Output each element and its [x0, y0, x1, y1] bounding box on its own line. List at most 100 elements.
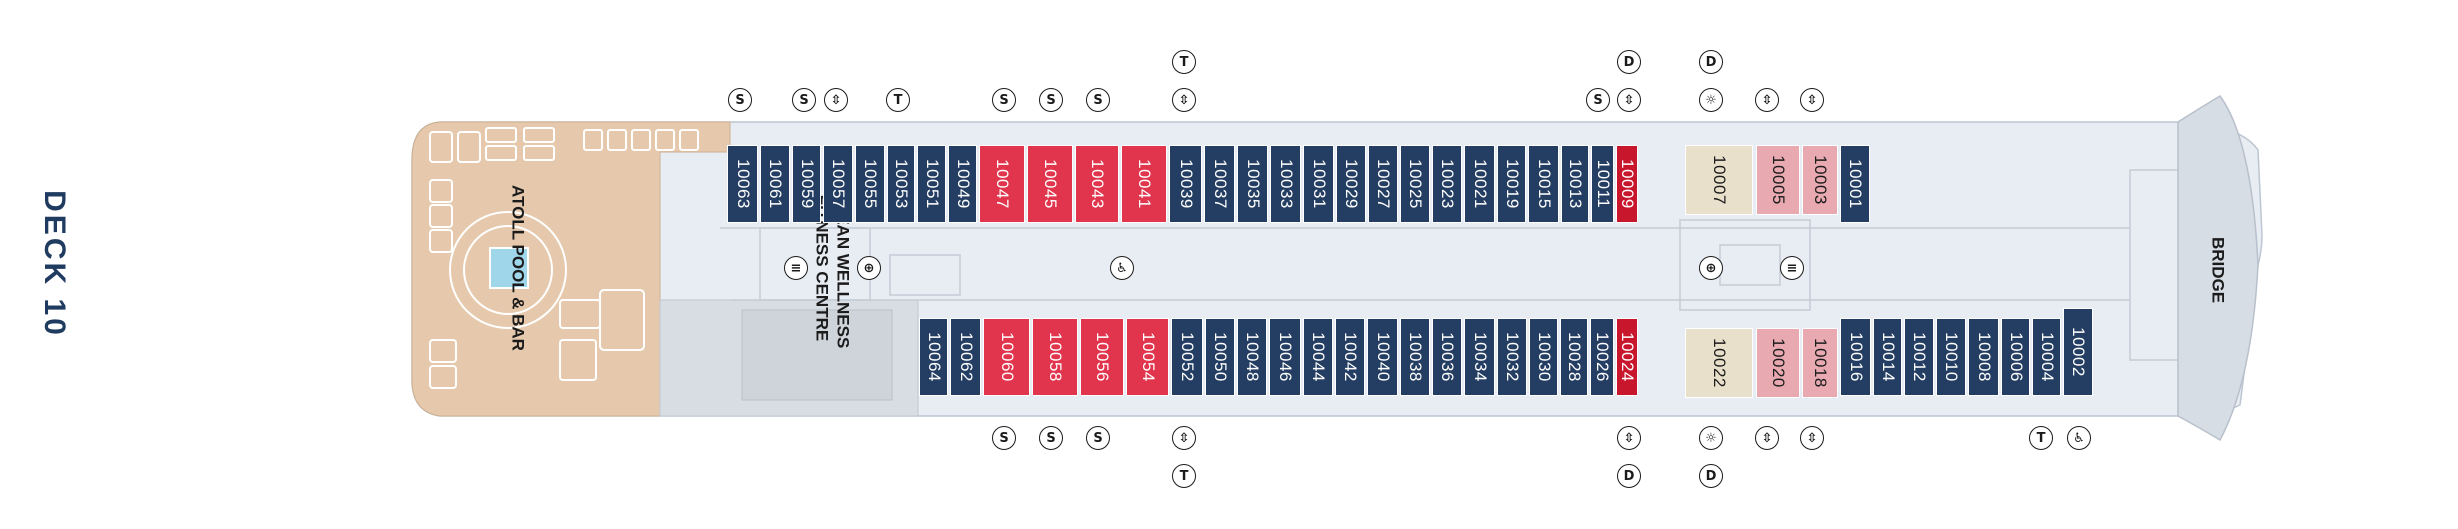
d-icon: D — [1699, 464, 1723, 488]
cabin-number: 10020 — [1769, 338, 1788, 388]
cabin-10030[interactable]: 10030 — [1529, 318, 1558, 396]
cabin-number: 10026 — [1593, 332, 1612, 382]
accessible-icon: ♿ — [2067, 426, 2091, 450]
cabin-number: 10046 — [1276, 332, 1295, 382]
cabin-10029[interactable]: 10029 — [1336, 145, 1366, 223]
bridge-label-text: BRIDGE — [2208, 236, 2228, 304]
cabin-10018[interactable]: 10018 — [1802, 328, 1838, 398]
cabin-10034[interactable]: 10034 — [1464, 318, 1495, 396]
cabin-10033[interactable]: 10033 — [1270, 145, 1301, 223]
cabin-10035[interactable]: 10035 — [1237, 145, 1268, 223]
cabin-10047[interactable]: 10047 — [979, 145, 1025, 223]
cabin-number: 10002 — [2069, 327, 2088, 377]
d-icon: D — [1617, 464, 1641, 488]
cabin-10038[interactable]: 10038 — [1400, 318, 1430, 396]
stairs-icon: ≡ — [784, 256, 808, 280]
cabin-10022[interactable]: 10022 — [1685, 328, 1753, 398]
t-icon: T — [1172, 50, 1196, 74]
cabin-10063[interactable]: 10063 — [727, 145, 758, 223]
cabin-10039[interactable]: 10039 — [1169, 145, 1202, 223]
cabin-number: 10031 — [1309, 159, 1329, 209]
cabin-10011[interactable]: 10011 — [1591, 145, 1614, 223]
cabin-number: 10055 — [861, 159, 880, 209]
cabin-10021[interactable]: 10021 — [1464, 145, 1495, 223]
cabin-10060[interactable]: 10060 — [983, 318, 1030, 396]
cabin-10056[interactable]: 10056 — [1080, 318, 1124, 396]
cabin-number: 10005 — [1769, 155, 1788, 205]
cabin-number: 10010 — [1942, 332, 1961, 382]
cabin-10005[interactable]: 10005 — [1756, 145, 1800, 215]
cabin-number: 10036 — [1438, 332, 1457, 382]
cabin-10049[interactable]: 10049 — [948, 145, 977, 223]
cabin-10037[interactable]: 10037 — [1204, 145, 1235, 223]
cabin-10042[interactable]: 10042 — [1335, 318, 1365, 396]
cabin-10015[interactable]: 10015 — [1528, 145, 1559, 223]
cabin-10013[interactable]: 10013 — [1561, 145, 1589, 223]
cabin-10025[interactable]: 10025 — [1400, 145, 1430, 223]
cabin-10012[interactable]: 10012 — [1904, 318, 1934, 396]
d-icon: D — [1699, 50, 1723, 74]
cabin-10036[interactable]: 10036 — [1432, 318, 1462, 396]
cabin-10061[interactable]: 10061 — [760, 145, 790, 223]
cabin-10001[interactable]: 10001 — [1840, 145, 1870, 223]
cabin-10053[interactable]: 10053 — [887, 145, 915, 223]
cabin-number: 10032 — [1503, 332, 1522, 382]
lift-icon: ⇳ — [1800, 426, 1824, 450]
cabin-10020[interactable]: 10020 — [1756, 328, 1800, 398]
cabin-10048[interactable]: 10048 — [1237, 318, 1267, 396]
cabin-10007[interactable]: 10007 — [1685, 145, 1753, 215]
cabin-10055[interactable]: 10055 — [855, 145, 885, 223]
lift-icon: ⇳ — [824, 88, 848, 112]
cabin-10043[interactable]: 10043 — [1075, 145, 1119, 223]
cabin-10032[interactable]: 10032 — [1497, 318, 1527, 396]
cabin-10050[interactable]: 10050 — [1205, 318, 1235, 396]
cabin-10010[interactable]: 10010 — [1936, 318, 1966, 396]
cabin-10045[interactable]: 10045 — [1027, 145, 1073, 223]
cabin-10046[interactable]: 10046 — [1269, 318, 1301, 396]
cabin-10009[interactable]: 10009 — [1616, 145, 1638, 223]
cabin-10003[interactable]: 10003 — [1802, 145, 1838, 215]
cabin-10028[interactable]: 10028 — [1560, 318, 1588, 396]
cabin-number: 10047 — [993, 159, 1012, 209]
cabin-number: 10009 — [1618, 159, 1637, 209]
cabin-10006[interactable]: 10006 — [2001, 318, 2030, 396]
cabin-10019[interactable]: 10019 — [1497, 145, 1526, 223]
cabin-10041[interactable]: 10041 — [1121, 145, 1167, 223]
cabin-10023[interactable]: 10023 — [1432, 145, 1462, 223]
cabin-10057[interactable]: 10057 — [823, 145, 853, 223]
cabin-number: 10027 — [1374, 159, 1393, 209]
cabin-10064[interactable]: 10064 — [919, 318, 948, 396]
cabin-10059[interactable]: 10059 — [792, 145, 821, 223]
cabin-number: 10030 — [1534, 332, 1554, 382]
cabin-10002[interactable]: 10002 — [2063, 308, 2093, 396]
cabin-10058[interactable]: 10058 — [1032, 318, 1078, 396]
cabin-number: 10011 — [1593, 159, 1613, 209]
cabin-10062[interactable]: 10062 — [950, 318, 981, 396]
cabin-10008[interactable]: 10008 — [1968, 318, 1999, 396]
cabin-10004[interactable]: 10004 — [2032, 318, 2061, 396]
cabin-number: 10029 — [1342, 159, 1361, 209]
cabin-10024[interactable]: 10024 — [1616, 318, 1638, 396]
cabin-10044[interactable]: 10044 — [1303, 318, 1333, 396]
s-icon: S — [792, 88, 816, 112]
cabin-number: 10025 — [1406, 159, 1425, 209]
cabin-10051[interactable]: 10051 — [917, 145, 946, 223]
cabin-10040[interactable]: 10040 — [1367, 318, 1398, 396]
cabin-number: 10059 — [797, 159, 817, 209]
cabin-number: 10058 — [1046, 332, 1065, 382]
deck-title-text: DECK 10 — [38, 190, 71, 338]
cabin-number: 10022 — [1710, 338, 1729, 388]
cabin-10027[interactable]: 10027 — [1368, 145, 1398, 223]
accessible-icon: ♿ — [1110, 256, 1134, 280]
cabin-10031[interactable]: 10031 — [1303, 145, 1334, 223]
cabin-10054[interactable]: 10054 — [1126, 318, 1169, 396]
s-icon: S — [1086, 426, 1110, 450]
cabin-10052[interactable]: 10052 — [1171, 318, 1203, 396]
cabin-10016[interactable]: 10016 — [1840, 318, 1871, 396]
cabin-number: 10014 — [1878, 332, 1898, 382]
cabin-number: 10060 — [997, 332, 1017, 382]
s-icon: S — [1586, 88, 1610, 112]
pool-water — [489, 247, 529, 289]
cabin-10014[interactable]: 10014 — [1873, 318, 1902, 396]
cabin-10026[interactable]: 10026 — [1590, 318, 1614, 396]
